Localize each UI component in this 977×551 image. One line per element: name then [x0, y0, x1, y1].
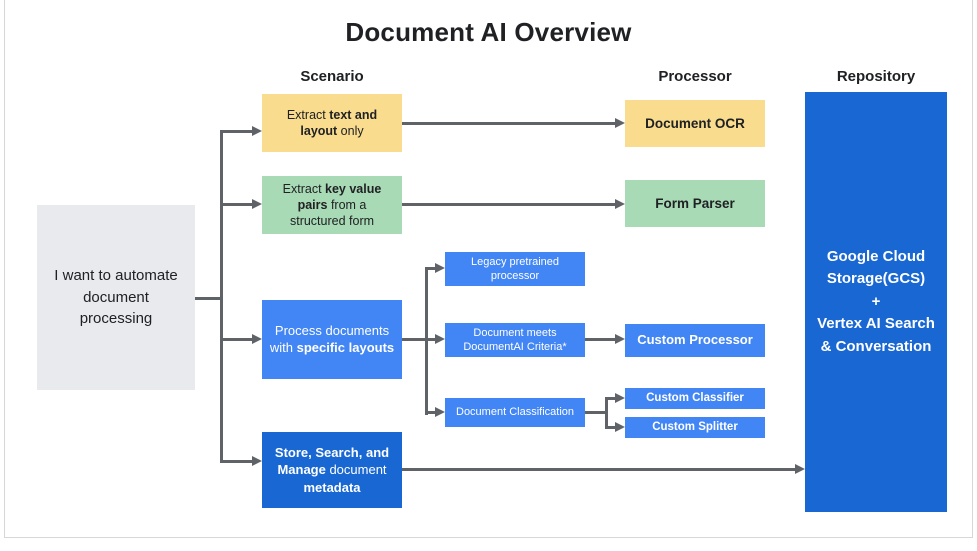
column-header-processor: Processor: [658, 68, 732, 85]
start-node-label: I want to automate document processing: [54, 266, 178, 328]
arrowhead-form-parser: [615, 199, 625, 209]
connector-branch-criteria: [425, 338, 436, 341]
subnode-documentai-criteria-label: Document meets DocumentAI Criteria*: [463, 326, 567, 353]
connector-text-to-ocr: [402, 122, 615, 125]
processor-document-ocr: Document OCR: [625, 100, 765, 147]
repository-node: Google Cloud Storage(GCS) + Vertex AI Se…: [805, 92, 947, 512]
processor-form-parser-label: Form Parser: [655, 195, 735, 211]
scenario-store-search-manage: Store, Search, and Manage document metad…: [262, 432, 402, 508]
arrowhead-document-ocr: [615, 118, 625, 128]
column-header-scenario: Scenario: [300, 68, 364, 85]
repository-line-3: Vertex AI Search & Conversation: [817, 315, 935, 355]
scenario-specific-layouts-label: Process documents with specific layouts: [269, 322, 395, 355]
scenario-specific-layouts: Process documents with specific layouts: [262, 300, 402, 379]
subnode-document-classification-label: Document Classification: [456, 406, 574, 419]
page-frame: [4, 0, 973, 538]
page-title: Document AI Overview: [345, 17, 632, 47]
arrowhead-custom-classifier: [615, 393, 625, 403]
connector-branch-extract-kv: [220, 203, 252, 206]
connector-branch-specific-layouts: [220, 338, 252, 341]
processor-custom-classifier-label: Custom Classifier: [646, 392, 744, 405]
connector-fork-to-splitter: [605, 426, 615, 429]
subnode-document-classification: Document Classification: [445, 398, 585, 427]
connector-layouts-horizontal: [402, 338, 428, 341]
connector-criteria-to-custom-processor: [585, 338, 615, 341]
arrowhead-store-search: [252, 456, 262, 466]
subnode-legacy-pretrained: Legacy pretrained processor: [445, 252, 585, 286]
repository-label: Google Cloud Storage(GCS) + Vertex AI Se…: [811, 246, 941, 359]
scenario-store-search-manage-label: Store, Search, and Manage document metad…: [274, 444, 390, 495]
connector-branch-legacy: [425, 267, 436, 270]
arrowhead-criteria: [435, 334, 445, 344]
connector-store-to-repository: [402, 468, 795, 471]
connector-classification-horizontal: [585, 411, 607, 414]
connector-fork-to-classifier: [605, 397, 615, 400]
start-node: I want to automate document processing: [37, 205, 195, 390]
processor-custom-processor: Custom Processor: [625, 324, 765, 357]
arrowhead-repository: [795, 464, 805, 474]
scenario-extract-key-value-label: Extract key value pairs from a structure…: [282, 181, 382, 229]
processor-custom-splitter: Custom Splitter: [625, 417, 765, 438]
arrowhead-classification: [435, 407, 445, 417]
processor-custom-classifier: Custom Classifier: [625, 388, 765, 409]
arrowhead-custom-splitter: [615, 422, 625, 432]
processor-form-parser: Form Parser: [625, 180, 765, 227]
subnode-legacy-pretrained-label: Legacy pretrained processor: [470, 255, 560, 282]
scenario-extract-text-layout: Extract text and layout only: [262, 94, 402, 152]
column-header-repository: Repository: [836, 68, 916, 85]
scenario-extract-text-layout-label: Extract text and layout only: [286, 107, 378, 138]
repository-line-1: Google Cloud Storage(GCS): [826, 247, 926, 288]
connector-start-horizontal: [195, 297, 222, 300]
processor-custom-splitter-label: Custom Splitter: [652, 421, 738, 434]
repository-line-2: +: [871, 292, 881, 310]
arrowhead-extract-text: [252, 126, 262, 136]
processor-document-ocr-label: Document OCR: [645, 115, 745, 131]
subnode-documentai-criteria: Document meets DocumentAI Criteria*: [445, 323, 585, 357]
connector-classification-fork: [605, 397, 608, 429]
arrowhead-custom-processor: [615, 334, 625, 344]
connector-layouts-subtrunk: [425, 267, 428, 415]
scenario-extract-key-value: Extract key value pairs from a structure…: [262, 176, 402, 234]
connector-branch-store-search: [220, 460, 252, 463]
connector-scenario-trunk: [220, 130, 223, 463]
arrowhead-legacy: [435, 263, 445, 273]
connector-kv-to-form-parser: [402, 203, 615, 206]
connector-branch-classification: [425, 411, 436, 414]
processor-custom-processor-label: Custom Processor: [637, 332, 753, 348]
connector-branch-extract-text: [220, 130, 252, 133]
arrowhead-extract-kv: [252, 199, 262, 209]
arrowhead-specific-layouts: [252, 334, 262, 344]
